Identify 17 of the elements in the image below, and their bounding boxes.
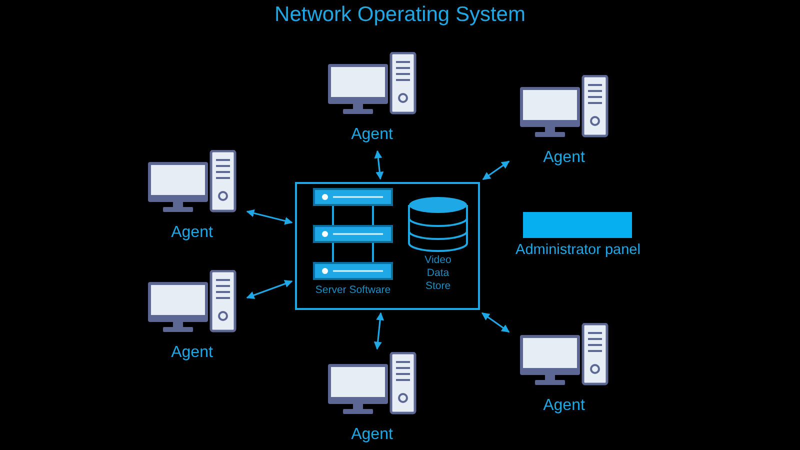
double-arrow xyxy=(374,150,384,180)
node-label: Agent xyxy=(170,224,214,242)
node-label: Agent xyxy=(542,149,586,167)
double-arrow xyxy=(246,280,293,299)
node-label: Agent xyxy=(170,344,214,362)
diagram-title: Network Operating System xyxy=(274,3,526,27)
double-arrow xyxy=(481,312,510,333)
double-arrow xyxy=(246,209,293,225)
node-label: Agent xyxy=(350,126,394,144)
system-frame xyxy=(295,182,480,310)
double-arrow xyxy=(482,160,510,180)
double-arrow xyxy=(374,312,384,350)
node-label: Video Data Store xyxy=(424,254,452,293)
node-label: Agent xyxy=(542,397,586,415)
node-label: Administrator panel xyxy=(514,242,642,258)
node-label: Agent xyxy=(350,426,394,444)
node-label: Server Software xyxy=(314,284,392,296)
